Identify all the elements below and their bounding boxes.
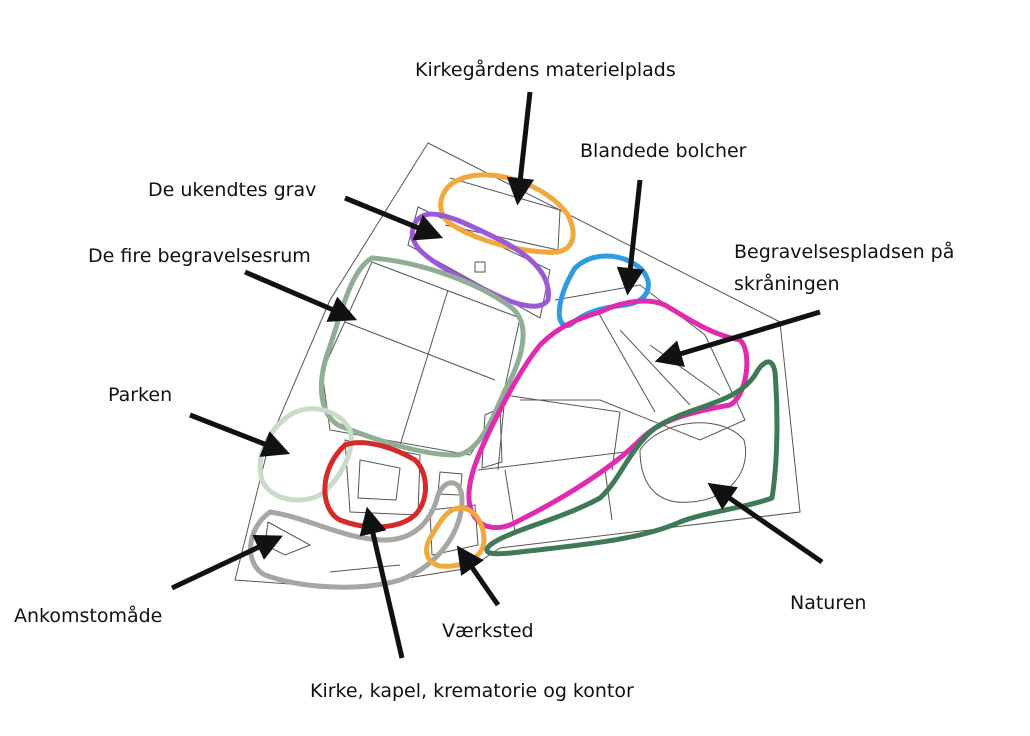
arrow-ukendtes [344,195,444,241]
zone-naturen-outline[interactable] [484,359,780,557]
label-kirke: Kirke, kapel, krematorie og kontor [310,680,634,702]
callout-arrows [170,91,824,659]
zone-vaerksted-outline[interactable] [424,505,487,569]
arrow-kirke [359,506,405,659]
zone-begravelsesrum-outline[interactable] [318,255,526,458]
label-ukendtes: De ukendtes grav [148,179,316,201]
arrow-skraaning [654,309,821,367]
label-parken: Parken [108,384,172,406]
arrow-materielplads [506,91,535,206]
map-labels: Kirkegårdens materielplads De ukendtes g… [14,58,954,702]
zone-skraaning-outline[interactable] [466,298,750,530]
label-ankomst: Ankomstomåde [14,604,162,627]
zone-parken-outline[interactable] [257,406,354,503]
zone-ukendtes-outline[interactable] [409,211,551,309]
label-materielplads: Kirkegårdens materielplads [415,58,676,81]
arrow-ankomst [170,534,283,591]
arrow-vaerksted [456,545,501,607]
zone-kirke-outline[interactable] [322,440,428,530]
label-skraaning-line2: skråningen [734,272,840,295]
arrow-begravelsesrum [244,269,358,322]
zone-bolcher-outline[interactable] [556,253,651,328]
zone-ankomst-outline[interactable] [248,480,465,590]
arrow-parken [189,412,291,457]
label-vaerksted: Værksted [442,620,534,642]
arrow-bolcher [616,179,645,296]
label-begravelsesrum: De fire begravelsesrum [88,245,311,267]
arrow-naturen [707,482,824,565]
label-skraaning-line1: Begravelsespladsen på [734,240,954,263]
label-naturen: Naturen [790,592,866,614]
label-bolcher: Blandede bolcher [580,140,747,162]
